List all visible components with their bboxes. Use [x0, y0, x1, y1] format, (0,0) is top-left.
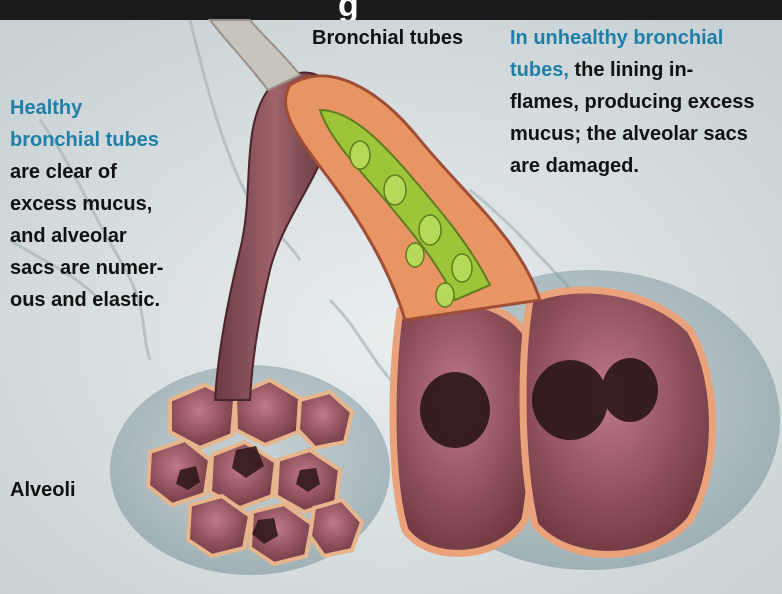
healthy-caption: Healthy bronchial tubes are clear of exc… — [10, 92, 163, 316]
healthy-body-line: excess mucus, — [10, 188, 163, 220]
healthy-heading-line: Healthy — [10, 92, 163, 124]
unhealthy-body-line: are damaged. — [510, 150, 755, 182]
unhealthy-body-line: the lining in- — [569, 59, 693, 81]
unhealthy-heading-line: In unhealthy bronchial — [510, 22, 755, 54]
label-bronchial-tubes: Bronchial tubes — [312, 22, 463, 54]
healthy-body-line: are clear of — [10, 156, 163, 188]
healthy-body-line: and alveolar — [10, 220, 163, 252]
unhealthy-alveoli-cluster — [393, 270, 780, 570]
unhealthy-heading-line: tubes, — [510, 59, 569, 81]
healthy-body-line: ous and elastic. — [10, 284, 163, 316]
healthy-body-line: sacs are numer- — [10, 252, 163, 284]
unhealthy-body-line: mucus; the alveolar sacs — [510, 118, 755, 150]
label-alveoli: Alveoli — [10, 474, 76, 506]
unhealthy-caption: In unhealthy bronchial tubes, the lining… — [510, 22, 755, 182]
healthy-heading-line: bronchial tubes — [10, 124, 163, 156]
unhealthy-body-line: flames, producing excess — [510, 86, 755, 118]
